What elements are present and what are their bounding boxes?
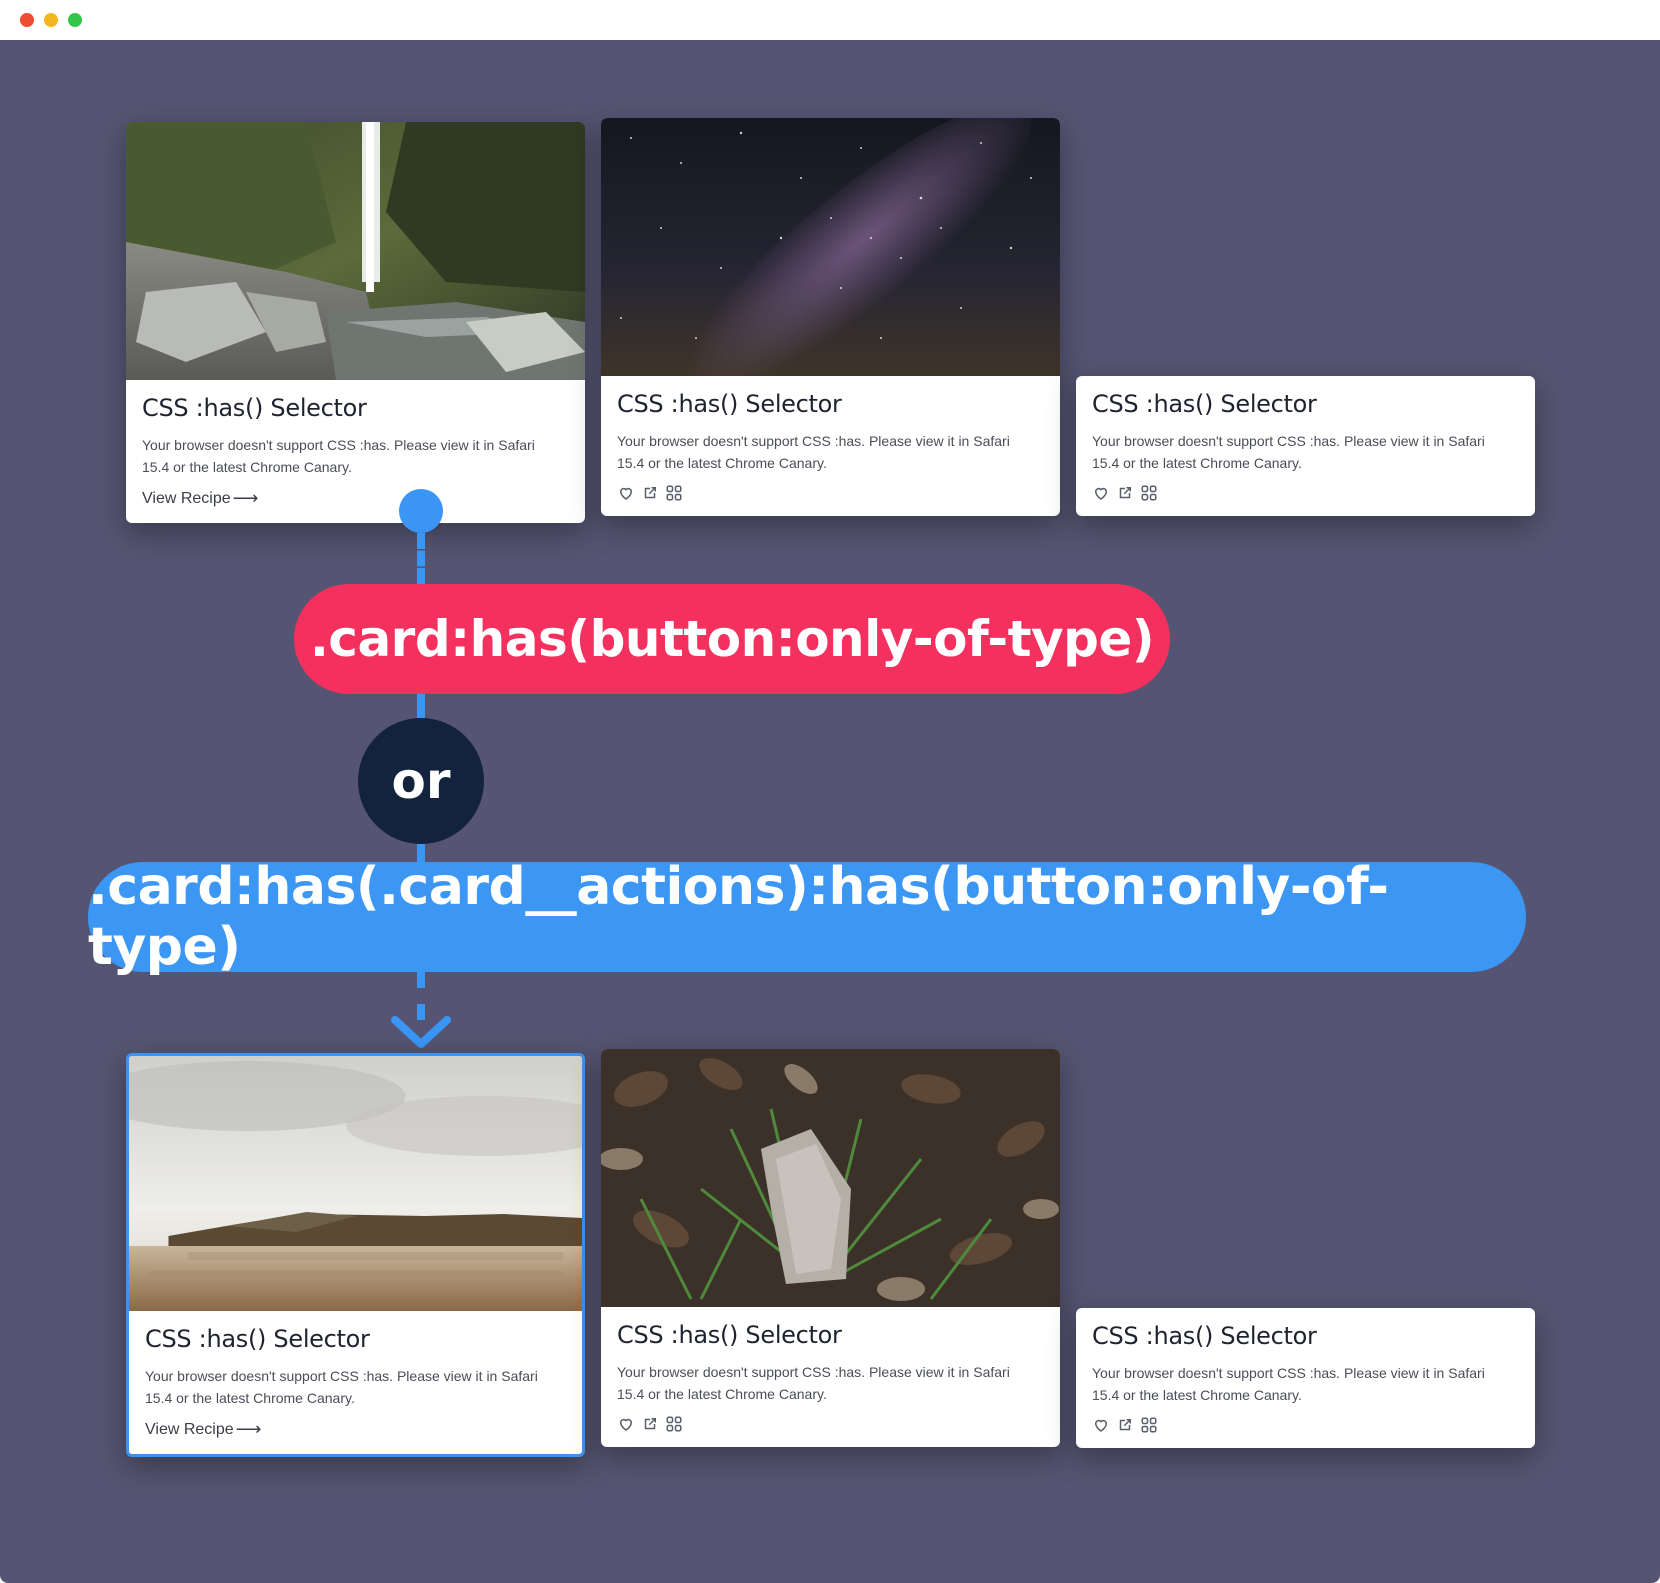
card-leaves: CSS :has() Selector Your browser doesn't… [601, 1049, 1060, 1447]
card-no-image: CSS :has() Selector Your browser doesn't… [1076, 376, 1535, 516]
connector-dash [417, 533, 425, 584]
or-badge: or [358, 718, 484, 844]
connector-dot [399, 489, 443, 533]
card-title: CSS :has() Selector [1092, 1322, 1317, 1350]
card-text: Your browser doesn't support CSS :has. P… [617, 433, 1010, 471]
selector-pill-red: .card:has(button:only-of-type) [294, 584, 1170, 694]
share-icon[interactable] [1116, 484, 1134, 502]
heart-icon[interactable] [617, 484, 635, 502]
share-icon[interactable] [641, 484, 659, 502]
minimize-window-button[interactable] [44, 13, 58, 27]
share-icon[interactable] [1116, 1416, 1134, 1434]
card-title: CSS :has() Selector [145, 1325, 370, 1353]
heart-icon[interactable] [617, 1415, 635, 1433]
card-title: CSS :has() Selector [1092, 390, 1317, 418]
card-text: Your browser doesn't support CSS :has. P… [1092, 1365, 1485, 1403]
arrow-right-icon: ⟶ [235, 1419, 262, 1439]
card-text: Your browser doesn't support CSS :has. P… [1092, 433, 1485, 471]
window-title-bar [0, 0, 1660, 40]
grid-icon[interactable] [1140, 1416, 1158, 1434]
selector-pill-blue: .card:has(.card__actions):has(button:onl… [88, 857, 1526, 977]
leaves-image [601, 1049, 1060, 1307]
grid-icon[interactable] [665, 1415, 683, 1433]
arrow-right-icon: ⟶ [232, 488, 259, 508]
card-title: CSS :has() Selector [617, 1321, 842, 1349]
close-window-button[interactable] [20, 13, 34, 27]
connector-dash [417, 844, 425, 862]
card-text: Your browser doesn't support CSS :has. P… [617, 1364, 1010, 1402]
heart-icon[interactable] [1092, 1416, 1110, 1434]
share-icon[interactable] [641, 1415, 659, 1433]
heart-icon[interactable] [1092, 484, 1110, 502]
connector-dash [417, 972, 425, 1020]
grid-icon[interactable] [1140, 484, 1158, 502]
view-recipe-label: View Recipe [145, 1420, 234, 1438]
waterfall-image [126, 122, 585, 380]
view-recipe-label: View Recipe [142, 489, 231, 507]
beach-image [129, 1056, 582, 1311]
card-title: CSS :has() Selector [617, 390, 842, 418]
card-actions [1092, 484, 1519, 502]
card-actions [617, 484, 1044, 502]
card-beach-highlighted: CSS :has() Selector Your browser doesn't… [126, 1053, 585, 1457]
arrow-down-icon [391, 1016, 451, 1048]
maximize-window-button[interactable] [68, 13, 82, 27]
connector-dash [417, 694, 425, 718]
card-no-image: CSS :has() Selector Your browser doesn't… [1076, 1308, 1535, 1448]
view-recipe-button[interactable]: View Recipe⟶ [142, 488, 258, 509]
view-recipe-button[interactable]: View Recipe⟶ [145, 1419, 261, 1440]
card-actions [617, 1415, 1044, 1433]
card-title: CSS :has() Selector [142, 394, 367, 422]
card-starry-sky: CSS :has() Selector Your browser doesn't… [601, 118, 1060, 516]
grid-icon[interactable] [665, 484, 683, 502]
card-text: Your browser doesn't support CSS :has. P… [145, 1368, 538, 1406]
card-actions [1092, 1416, 1519, 1434]
starry-sky-image [601, 118, 1060, 376]
card-text: Your browser doesn't support CSS :has. P… [142, 437, 535, 475]
card-waterfall: CSS :has() Selector Your browser doesn't… [126, 122, 585, 523]
